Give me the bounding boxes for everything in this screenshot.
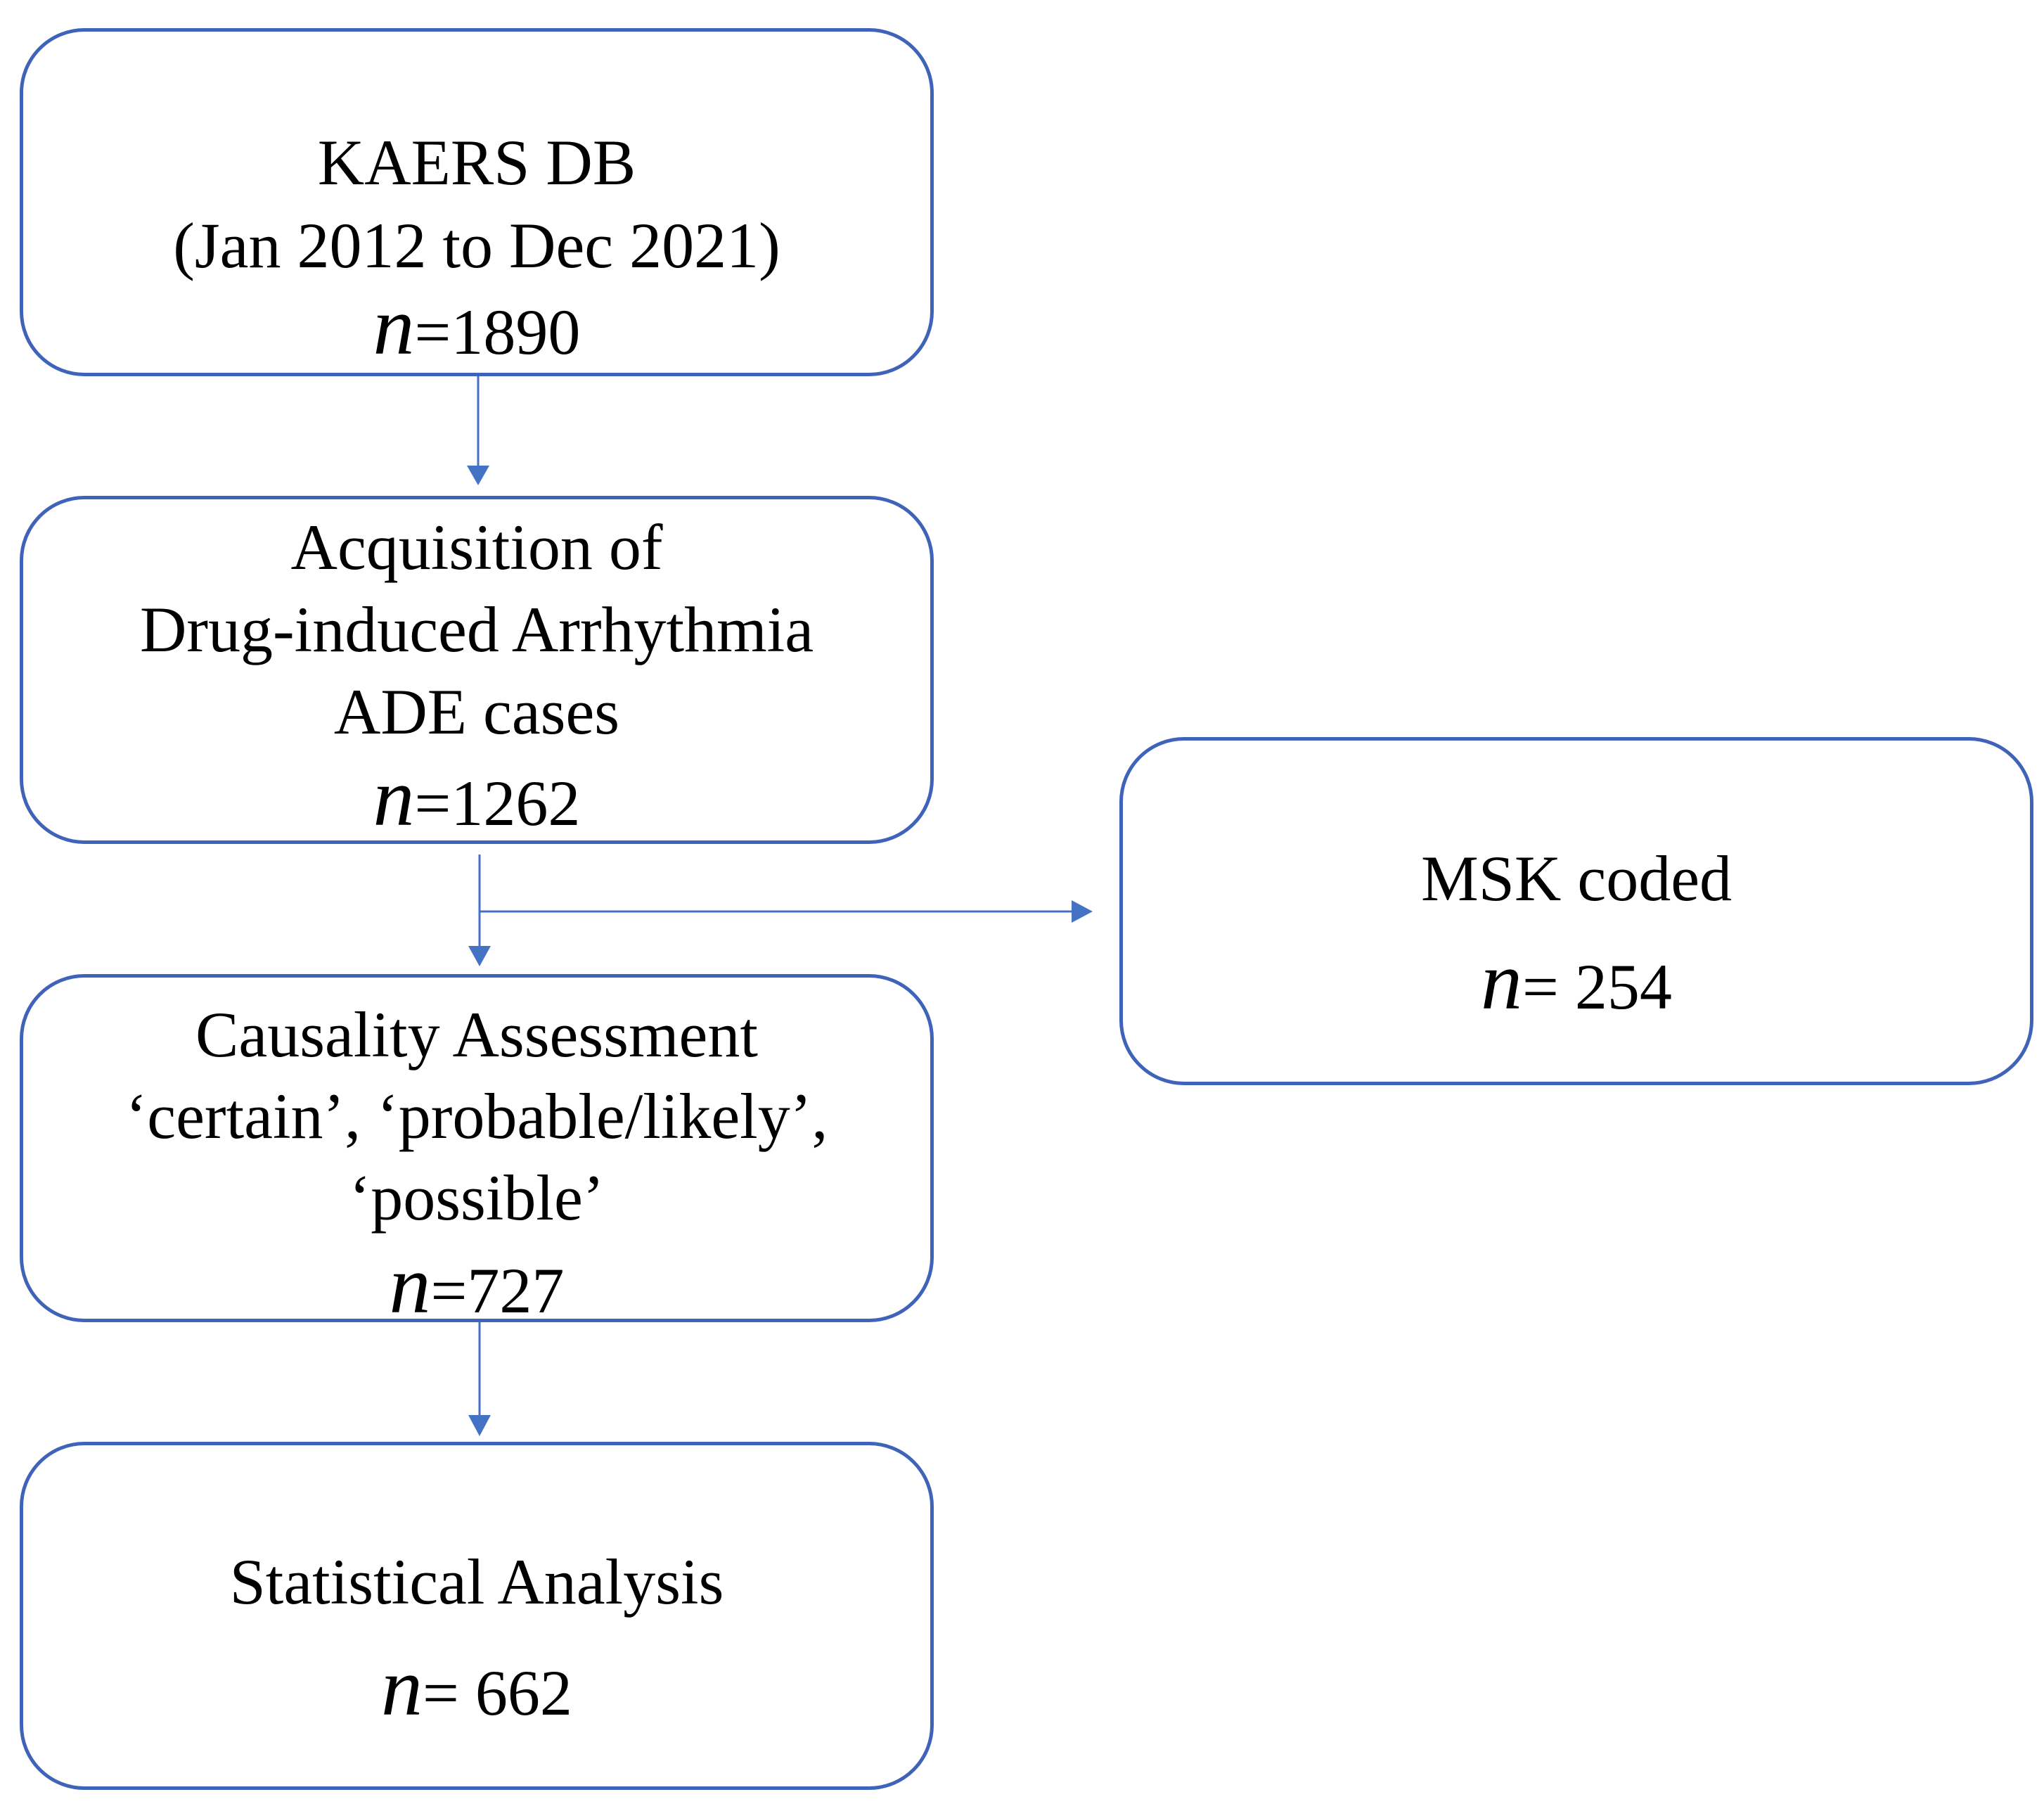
kaers-count-value: =1890 (414, 296, 581, 368)
statistical-analysis-box: Statistical Analysis n= 662 (20, 1442, 934, 1790)
acquisition-line-3: ADE cases (333, 676, 620, 748)
kaers-count-variable: n (373, 280, 415, 372)
acquisition-line-1: Acquisition of (290, 511, 663, 583)
acquisition-count: n=1262 (23, 756, 930, 839)
msk-count-value: = 254 (1522, 951, 1672, 1023)
causality-assessment-box: Causality Assessment ‘certain’, ‘probabl… (20, 974, 934, 1326)
msk-coded-box: MSK coded n= 254 (1119, 737, 2033, 1085)
msk-title: MSK coded (1420, 843, 1733, 914)
statistical-title: Statistical Analysis (229, 1546, 724, 1618)
kaers-db-box: KAERS DB (Jan 2012 to Dec 2021) n=1890 (20, 28, 934, 376)
kaers-count: n=1890 (23, 285, 930, 368)
causality-line-2: ‘certain’, ‘probable/likely’, (125, 1080, 828, 1152)
msk-count: n= 254 (1123, 940, 2030, 1023)
msk-count-variable: n (1481, 935, 1523, 1027)
kaers-title: KAERS DB (317, 127, 636, 198)
arrow-causality-to-statistical (468, 1322, 491, 1436)
statistical-count-variable: n (381, 1641, 423, 1733)
acquisition-count-variable: n (373, 751, 415, 843)
acquisition-count-value: =1262 (414, 767, 581, 839)
kaers-date-range: (Jan 2012 to Dec 2021) (173, 210, 780, 281)
arrow-branch-to-msk (480, 900, 1093, 923)
arrow-acquisition-to-causality (468, 855, 491, 966)
arrow-kaers-to-acquisition (467, 376, 489, 485)
acquisition-line-2: Drug-induced Arrhythmia (139, 594, 814, 665)
causality-line-1: Causality Assessment (195, 999, 758, 1070)
statistical-count: n= 662 (23, 1646, 930, 1729)
statistical-count-value: = 662 (423, 1657, 572, 1729)
causality-count-variable: n (389, 1239, 431, 1331)
causality-count-value: =727 (430, 1255, 565, 1326)
causality-count: n=727 (23, 1243, 930, 1326)
acquisition-box: Acquisition of Drug-induced Arrhythmia A… (20, 496, 934, 844)
causality-line-3: ‘possible’ (349, 1162, 605, 1234)
